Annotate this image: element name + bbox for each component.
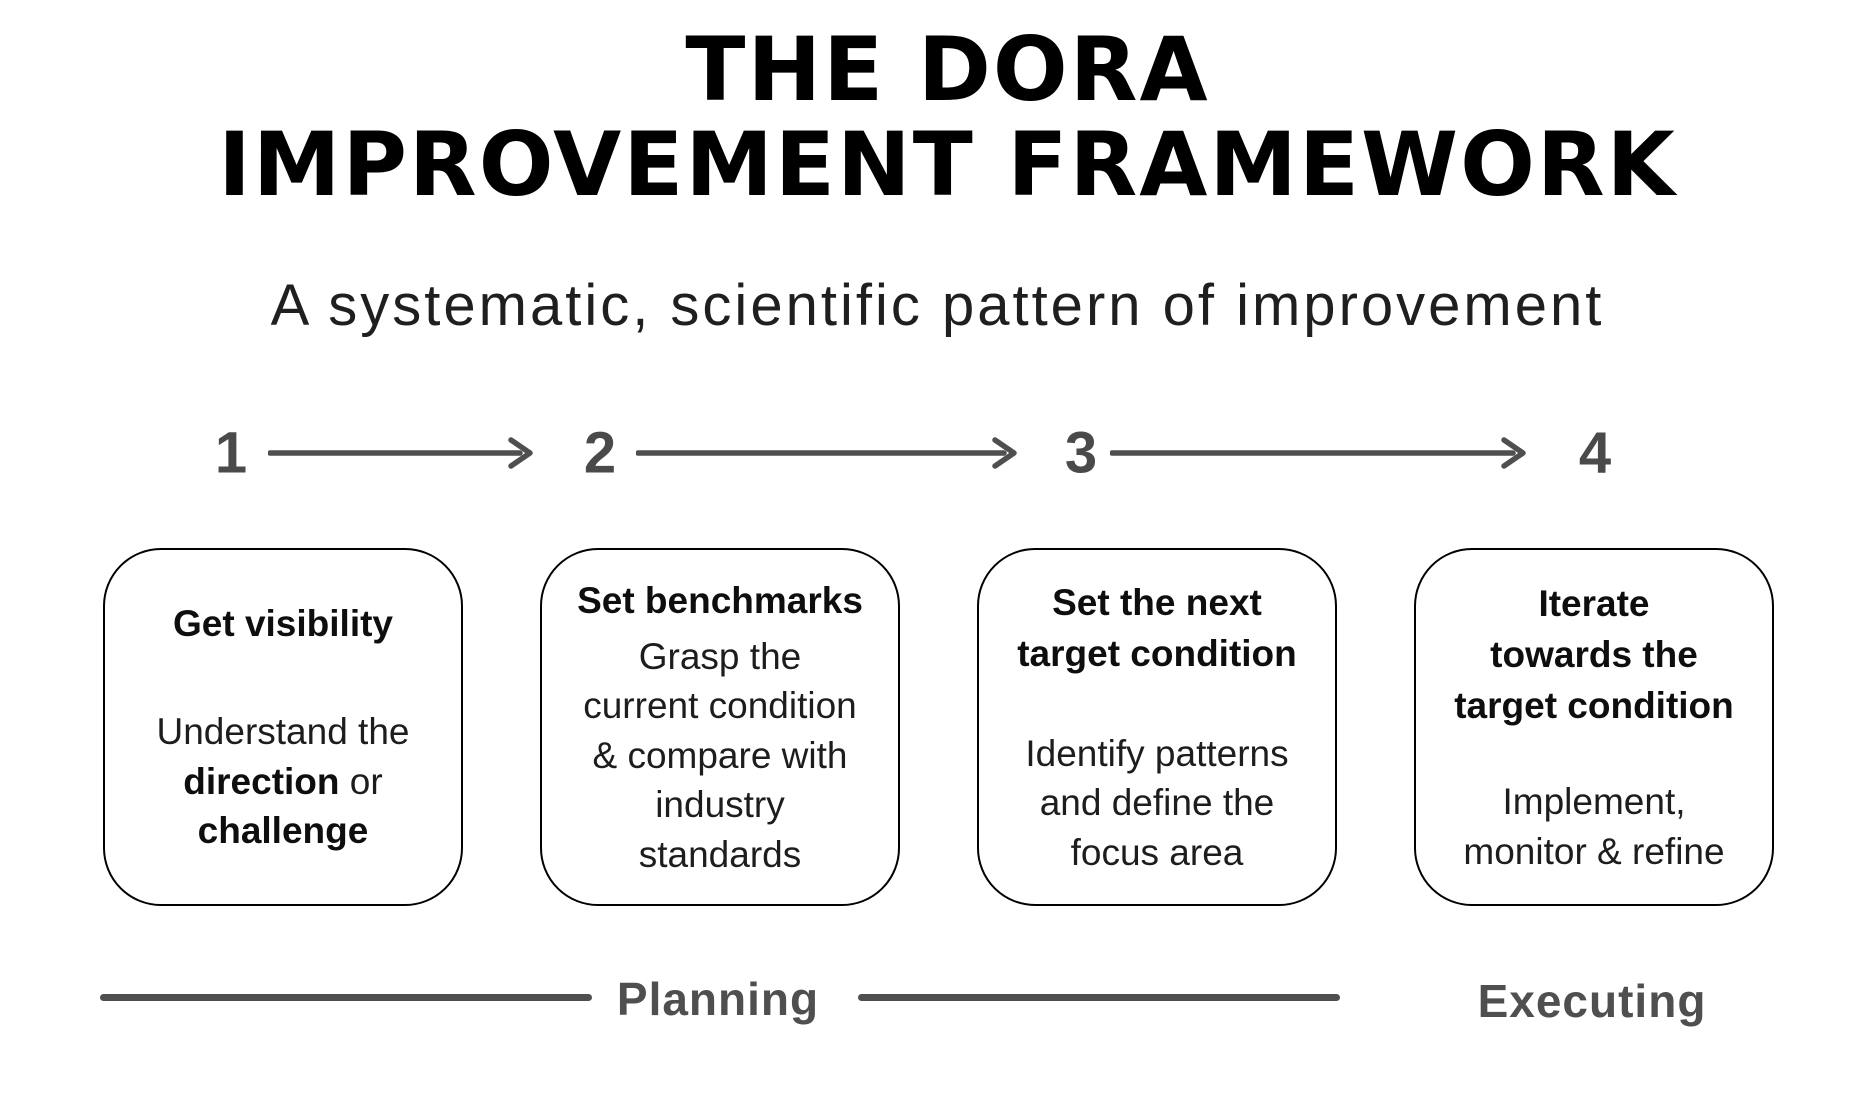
text-segment: & compare with <box>592 734 848 776</box>
body-line: current condition <box>583 681 857 731</box>
text-segment: monitor & refine <box>1463 830 1725 872</box>
text-segment: or <box>339 760 383 802</box>
text-segment: focus area <box>1070 831 1244 873</box>
body-line: monitor & refine <box>1463 827 1724 877</box>
text-segment: Grasp the <box>638 635 802 677</box>
step-card-2: Set benchmarks Grasp the current conditi… <box>540 548 900 906</box>
text-segment: direction <box>183 760 340 802</box>
title-line-1: THE DORA <box>685 18 1210 121</box>
body-line: direction or <box>156 757 409 807</box>
phase-label-executing: Executing <box>1477 975 1707 1027</box>
card-title: Iterate towards the target condition <box>1454 578 1734 731</box>
text-segment: Identify patterns <box>1025 732 1289 774</box>
title-line-2: IMPROVEMENT FRAMEWORK <box>218 113 1677 217</box>
body-line: challenge <box>156 806 409 856</box>
body-line: Identify patterns <box>1025 729 1288 779</box>
text-segment: Implement, <box>1502 780 1686 822</box>
body-line: & compare with <box>583 731 857 781</box>
step-card-1: Get visibility Understand the direction … <box>103 548 463 906</box>
phase-label-planning: Planning <box>616 973 820 1025</box>
step-number-1: 1 <box>214 420 248 486</box>
body-line: and define the <box>1025 778 1288 828</box>
step-number-3: 3 <box>1064 420 1098 486</box>
card-title: Set benchmarks <box>577 575 863 626</box>
planning-divider-left <box>100 994 592 1001</box>
card-body: Identify patterns and define the focus a… <box>1025 729 1288 878</box>
body-line: Implement, <box>1463 777 1724 827</box>
text-segment: Understand the <box>156 711 410 753</box>
card-body: Implement, monitor & refine <box>1463 777 1724 876</box>
card-body: Grasp the current condition & compare wi… <box>583 632 857 880</box>
text-segment: and define the <box>1039 782 1275 824</box>
step-card-4: Iterate towards the target condition Imp… <box>1414 548 1774 906</box>
step-card-3: Set the next target condition Identify p… <box>977 548 1337 906</box>
text-segment: industry <box>655 784 785 826</box>
card-body: Understand the direction or challenge <box>156 707 409 856</box>
card-title-line: target condition <box>1454 684 1734 726</box>
text-segment: current condition <box>583 685 857 727</box>
arrow-right-icon-1-2 <box>268 435 535 471</box>
step-number-2: 2 <box>583 420 617 486</box>
body-line: industry <box>583 780 857 830</box>
text-segment: standards <box>638 833 802 875</box>
card-title: Get visibility <box>173 598 393 649</box>
planning-divider-right <box>858 994 1340 1001</box>
card-title-line: Set the next <box>1052 581 1262 623</box>
card-title-line: Iterate <box>1538 582 1650 624</box>
body-line: focus area <box>1025 828 1288 878</box>
page-subtitle: A systematic, scientific pattern of impr… <box>270 273 1605 338</box>
body-line: Grasp the <box>583 632 857 682</box>
page-title: THE DORA IMPROVEMENT FRAMEWORK <box>20 22 1875 212</box>
body-line: standards <box>583 830 857 880</box>
card-title-line: Set benchmarks <box>577 579 863 621</box>
card-title-line: Get visibility <box>172 603 393 645</box>
card-title-line: target condition <box>1017 632 1297 674</box>
arrow-right-icon-3-4 <box>1110 435 1528 471</box>
text-segment: challenge <box>197 810 369 852</box>
step-number-4: 4 <box>1578 420 1612 486</box>
arrow-right-icon-2-3 <box>636 435 1019 471</box>
card-title: Set the next target condition <box>1017 577 1297 679</box>
card-title-line: towards the <box>1490 633 1698 675</box>
body-line: Understand the <box>156 707 409 757</box>
